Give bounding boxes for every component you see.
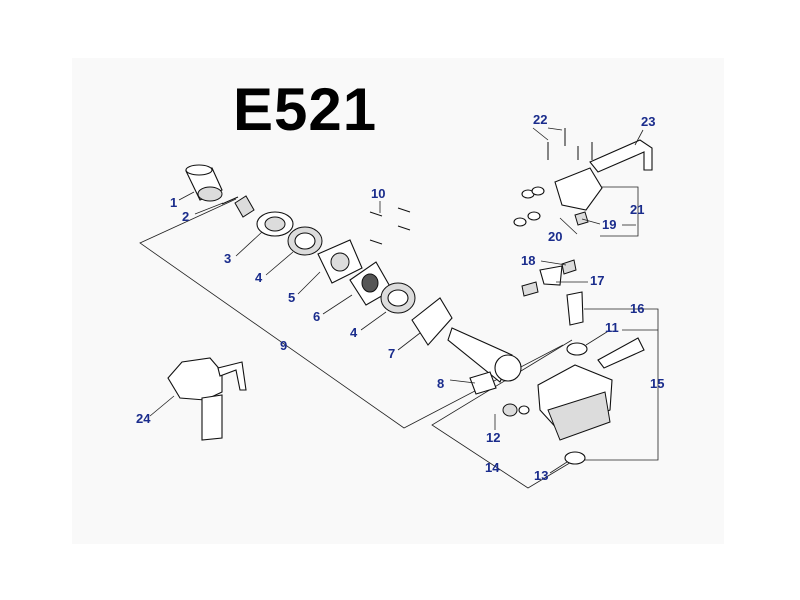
pump-gasket-set [513, 186, 545, 227]
part-label-4a: 4 [255, 270, 263, 285]
part-label-9: 9 [280, 338, 287, 353]
part-label-6: 6 [313, 309, 320, 324]
part-label-22: 22 [533, 112, 547, 127]
fuel-pipe [589, 139, 653, 173]
fuel-pump-body [554, 167, 603, 211]
leader-lines [149, 127, 644, 474]
part-label-21: 21 [630, 202, 644, 217]
group-21-bracket [600, 186, 639, 237]
part-label-16: 16 [630, 301, 644, 316]
part-label-13: 13 [534, 468, 548, 483]
assembled-carburetor [167, 357, 247, 441]
part-label-12: 12 [486, 430, 500, 445]
part-label-17: 17 [590, 273, 604, 288]
knob-nut [234, 195, 255, 218]
part-label-3: 3 [224, 251, 231, 266]
o-ring [564, 451, 586, 465]
part-label-8: 8 [437, 376, 444, 391]
group-14-bracket [431, 339, 579, 489]
part-label-19: 19 [602, 217, 616, 232]
valve-parts [574, 211, 589, 226]
spring [521, 259, 577, 297]
part-label-15: 15 [650, 376, 664, 391]
bracket-clamp [411, 297, 453, 346]
group-15-bracket [584, 308, 659, 461]
plunger [566, 291, 584, 326]
choke-lever [539, 265, 563, 286]
gasket [317, 239, 363, 284]
filter-element-1 [287, 226, 323, 256]
model-title: E521 [233, 76, 378, 143]
part-label-20: 20 [548, 229, 562, 244]
filter-element-2 [380, 282, 416, 314]
part-label-24: 24 [136, 411, 151, 426]
part-label-11: 11 [605, 320, 619, 335]
part-label-18: 18 [521, 253, 535, 268]
part-label-7: 7 [388, 346, 395, 361]
rubber-tube [597, 337, 645, 369]
cover-plate [256, 211, 294, 237]
part-label-4b: 4 [350, 325, 358, 340]
nut-washer [502, 403, 530, 417]
part-label-23: 23 [641, 114, 655, 129]
pump-screws [547, 128, 593, 160]
float-bowl [547, 391, 611, 441]
sleeve [469, 371, 497, 395]
part-labels: 1 2 3 4 5 6 4 7 8 9 10 11 12 13 14 15 16… [136, 112, 664, 483]
intake-pipe [447, 327, 522, 383]
part-label-5: 5 [288, 290, 295, 305]
part-label-2: 2 [182, 209, 189, 224]
bolts [369, 207, 411, 245]
bushing-11 [566, 342, 588, 356]
part-label-1: 1 [170, 195, 177, 210]
part-label-10: 10 [371, 186, 385, 201]
cover-screw [221, 196, 239, 205]
air-filter-cap [185, 164, 223, 202]
part-label-14: 14 [485, 460, 500, 475]
